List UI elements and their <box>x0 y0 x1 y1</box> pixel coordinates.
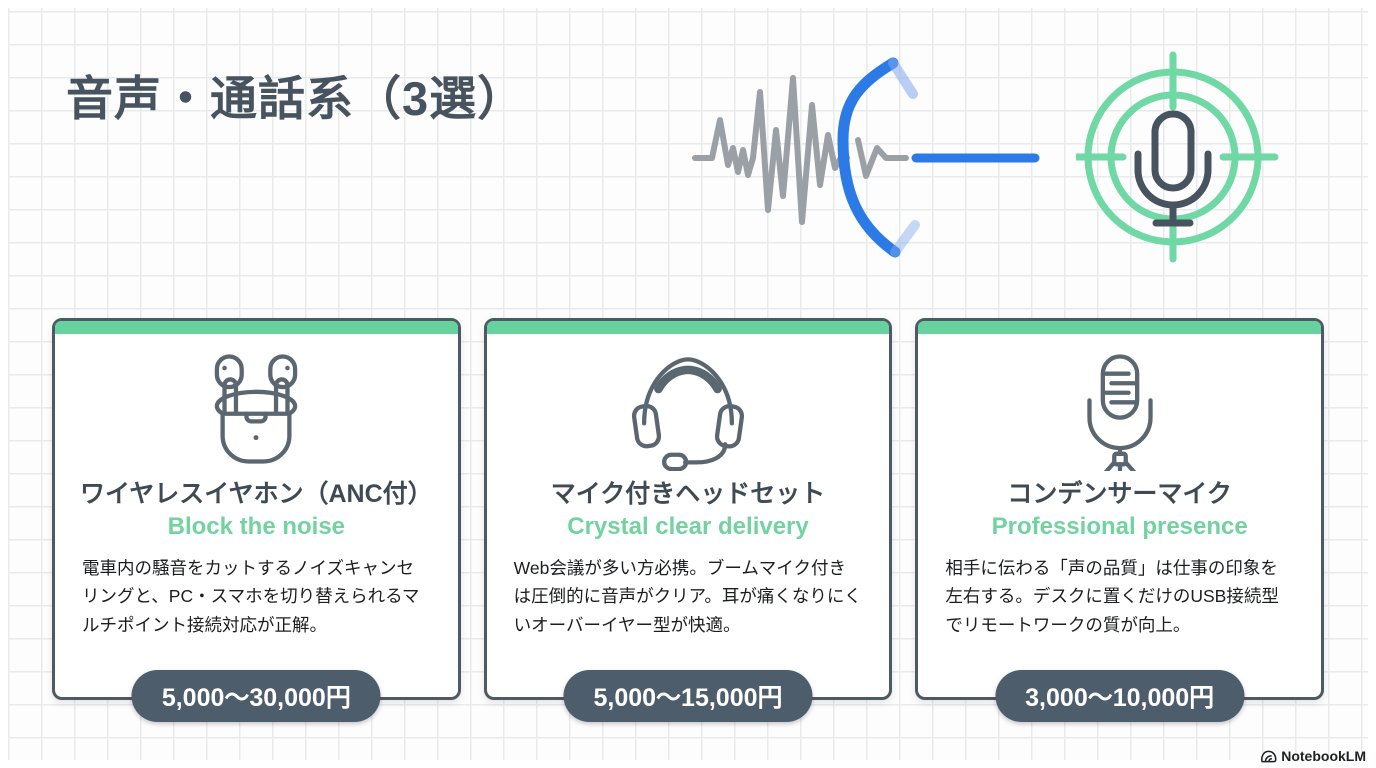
card-description: Web会議が多い方必携。ブームマイク付きは圧倒的に音声がクリア。耳が痛くなりにく… <box>513 558 862 635</box>
condenser-mic-icon <box>1087 354 1153 471</box>
card-description: 電車内の騒音をカットするノイズキャンセリングと、PC・スマホを切り替えられるマル… <box>82 558 420 635</box>
card-row: ワイヤレスイヤホン（ANC付） Block the noise 電車内の騒音をカ… <box>52 318 1325 722</box>
card-subtitle: Block the noise <box>167 513 346 540</box>
price-badge: 3,000〜10,000円 <box>995 670 1245 722</box>
noise-cancel-illustration <box>692 57 1040 258</box>
card-wireless-earbuds: ワイヤレスイヤホン（ANC付） Block the noise 電車内の騒音をカ… <box>52 318 461 722</box>
brand-footer: NotebookLM <box>1260 748 1366 764</box>
card-subtitle: Professional presence <box>991 513 1248 540</box>
card-title: マイク付きヘッドセット <box>550 480 826 508</box>
card-description: 相手に伝わる「声の品質」は仕事の印象を左右する。デスクに置くだけのUSB接続型で… <box>945 558 1279 635</box>
brand-label: NotebookLM <box>1281 748 1366 764</box>
price-badge: 5,000〜15,000円 <box>563 670 813 722</box>
noise-waveform-icon <box>692 75 850 225</box>
card-title: コンデンサーマイク <box>1007 480 1232 508</box>
shield-icon <box>837 57 901 258</box>
card-title: ワイヤレスイヤホン（ANC付） <box>80 480 433 508</box>
shield-top-wing <box>888 58 918 99</box>
card-icon-wrap <box>55 346 458 472</box>
card-headset: マイク付きヘッドセット Crystal clear delivery Web会議… <box>483 318 893 722</box>
target-mic-illustration <box>1076 51 1279 263</box>
card-subtitle: Crystal clear delivery <box>567 513 809 540</box>
wireless-earbuds-icon <box>215 354 298 464</box>
card-accent-bar <box>55 321 458 334</box>
card-icon-wrap <box>918 346 1321 472</box>
page-title: 音声・通話系（3選） <box>66 72 526 125</box>
card-accent-bar <box>486 321 890 334</box>
notebooklm-logo-icon <box>1261 750 1277 762</box>
microphone-icon <box>1134 110 1212 227</box>
price-badge: 5,000〜30,000円 <box>131 670 381 722</box>
target-crosshair-icon <box>1076 51 1279 263</box>
card-icon-wrap <box>487 346 890 472</box>
headset-with-mic-icon <box>631 357 745 471</box>
card-accent-bar <box>918 321 1322 334</box>
shield-bottom-wing <box>890 220 920 257</box>
card-condenser-mic: コンデンサーマイク Professional presence 相手に伝わる「声… <box>915 318 1325 722</box>
residual-wave-icon <box>855 137 909 179</box>
